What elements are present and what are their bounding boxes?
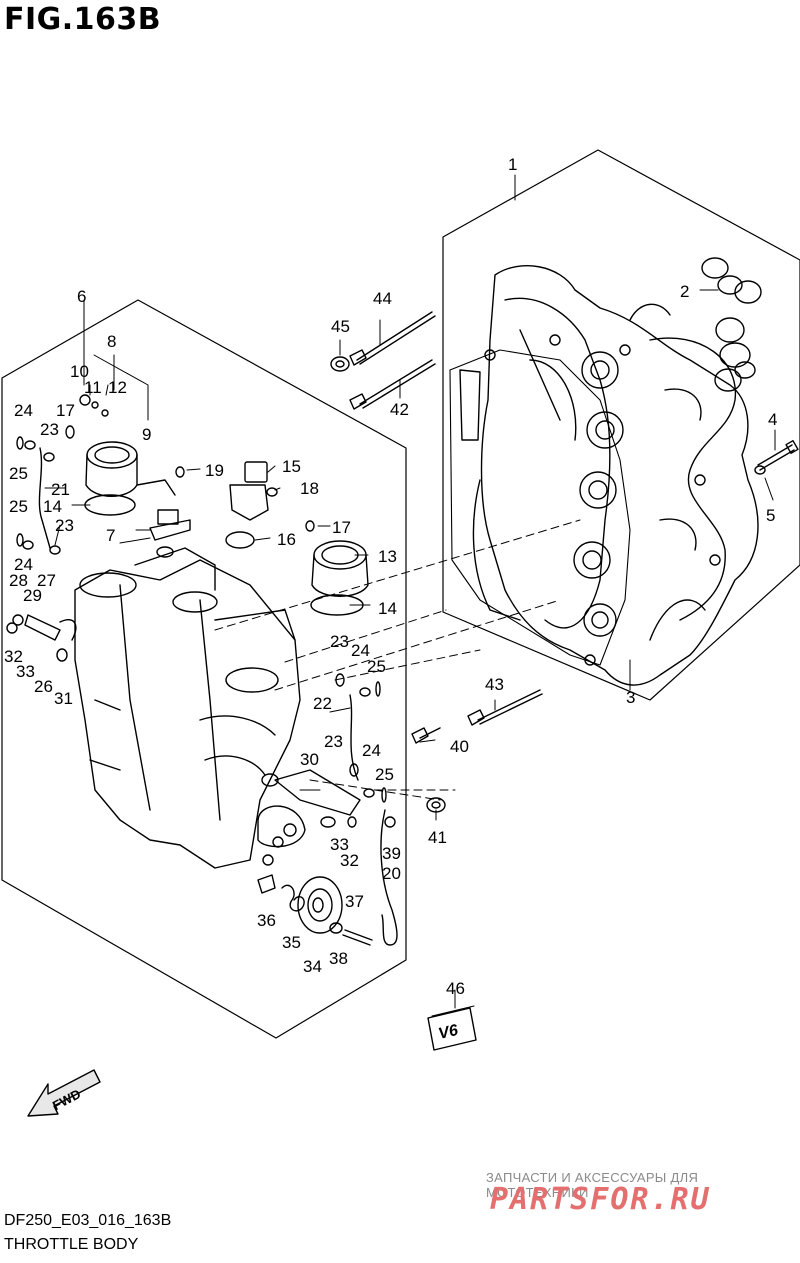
callout-1: 1 — [508, 155, 517, 174]
manifold-gasket-3 — [449, 349, 631, 666]
callout-14a: 14 — [43, 497, 62, 516]
callout-23d: 23 — [324, 732, 343, 751]
nut-45 — [330, 356, 350, 372]
group-frame-1 — [442, 149, 800, 701]
callout-23a: 23 — [40, 420, 59, 439]
callout-30: 30 — [300, 750, 319, 769]
link-rod-21 — [38, 447, 51, 549]
lever-assembly — [257, 769, 361, 848]
callout-21: 21 — [51, 480, 70, 499]
o-ring-cluster-2 — [701, 257, 762, 392]
throttle-body-housing — [74, 547, 301, 869]
throttle-valve-13 — [310, 540, 369, 616]
callout-4: 4 — [768, 410, 777, 429]
callout-42: 42 — [390, 400, 409, 419]
bolt-40 — [411, 727, 441, 744]
watermark-tagline: ЗАПЧАСТИ И АКСЕССУАРЫ ДЛЯ МОТОТЕХНИКИ — [486, 1170, 699, 1200]
callout-32b: 32 — [340, 851, 359, 870]
callout-33b: 33 — [330, 835, 349, 854]
callout-15: 15 — [282, 457, 301, 476]
idle-air-valve-15 — [225, 461, 269, 549]
callout-11: 11 — [84, 378, 102, 397]
diagram-code: DF250_E03_016_163B — [4, 1212, 172, 1229]
callout-8: 8 — [107, 332, 116, 351]
callout-24b: 24 — [14, 555, 33, 574]
callout-25a: 25 — [9, 464, 28, 483]
callout-25c: 25 — [367, 657, 386, 676]
sensor-7 — [149, 509, 191, 558]
link-rod-20 — [380, 809, 398, 946]
callout-24a: 24 — [14, 401, 33, 420]
callout-2: 2 — [680, 282, 689, 301]
group-frame-6 — [1, 299, 407, 1039]
callout-3: 3 — [626, 688, 635, 707]
callout-40: 40 — [450, 737, 469, 756]
diagram-subtitle: THROTTLE BODY — [4, 1236, 139, 1253]
callout-6: 6 — [77, 287, 86, 306]
callout-45: 45 — [331, 317, 350, 336]
callout-19: 19 — [205, 461, 224, 480]
callout-41: 41 — [428, 828, 447, 847]
callout-20: 20 — [382, 864, 401, 883]
callout-46: 46 — [446, 979, 465, 998]
callout-24c: 24 — [351, 641, 370, 660]
callout-28: 28 — [9, 571, 28, 590]
callout-23b: 23 — [55, 516, 74, 535]
fwd-arrow — [27, 1069, 101, 1117]
callout-36: 36 — [257, 911, 276, 930]
callout-35: 35 — [282, 933, 301, 952]
callout-17b: 17 — [332, 518, 351, 537]
callout-39: 39 — [382, 844, 401, 863]
callout-13: 13 — [378, 547, 397, 566]
intake-manifold-drawing — [459, 265, 759, 686]
callout-29: 29 — [23, 586, 42, 605]
bolt-37 — [342, 929, 373, 946]
callout-25d: 25 — [375, 765, 394, 784]
throttle-valve-9 — [84, 441, 176, 516]
callout-43: 43 — [485, 675, 504, 694]
callout-22: 22 — [313, 694, 332, 713]
v6-badge-text: V6 — [437, 1022, 460, 1043]
bolt-43 — [467, 689, 543, 726]
watermark-brand: PARTSFOR.RU — [490, 1182, 711, 1217]
callout-16: 16 — [277, 530, 296, 549]
callout-12: 12 — [108, 378, 127, 397]
link-rod-22 — [349, 694, 359, 781]
callout-17a: 17 — [56, 401, 75, 420]
callout-23c: 23 — [330, 632, 349, 651]
washer-38 — [329, 922, 343, 934]
v6-badge-46 — [427, 1005, 477, 1051]
callout-34: 34 — [303, 957, 322, 976]
callout-14b: 14 — [378, 599, 397, 618]
pulley-34 — [297, 876, 343, 934]
callout-27: 27 — [37, 571, 56, 590]
callout-26: 26 — [34, 677, 53, 696]
callout-18: 18 — [300, 479, 319, 498]
callout-7: 7 — [106, 526, 115, 545]
callout-5: 5 — [766, 506, 775, 525]
collar-36 — [257, 874, 276, 894]
bolt-44 — [349, 311, 436, 366]
callout-10: 10 — [70, 362, 89, 381]
callout-24d: 24 — [362, 741, 381, 760]
bolt-42 — [349, 359, 436, 410]
callout-33a: 33 — [16, 662, 35, 681]
callout-44: 44 — [373, 289, 392, 308]
callout-37: 37 — [345, 892, 364, 911]
bolt-4 — [754, 439, 799, 475]
callout-9: 9 — [142, 425, 151, 444]
callout-32a: 32 — [4, 647, 23, 666]
spring-35 — [281, 884, 305, 912]
callout-31: 31 — [54, 689, 73, 708]
callout-25b: 25 — [9, 497, 28, 516]
callout-38: 38 — [329, 949, 348, 968]
small-fasteners — [6, 394, 396, 866]
figure-title: FIG.163B — [4, 2, 162, 37]
